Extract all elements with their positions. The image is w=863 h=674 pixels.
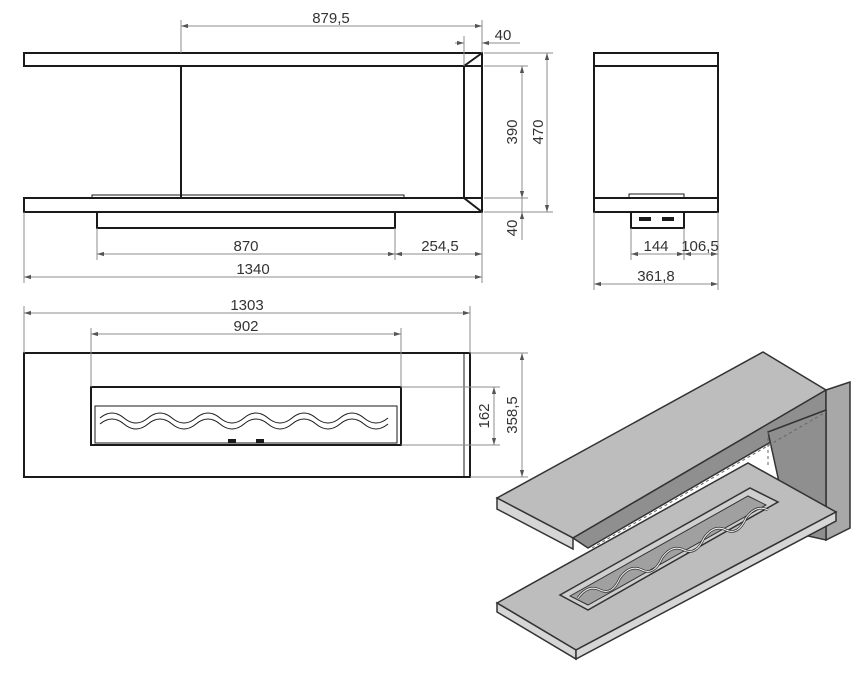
side-view: 144 106,5 361,8 — [593, 52, 719, 290]
dim-tray-offset: 254,5 — [421, 238, 459, 255]
dim-total-width: 1340 — [236, 261, 269, 278]
dim-base-thickness: 40 — [504, 220, 521, 237]
front-top-shelf — [23, 52, 483, 67]
dim-tray-width: 870 — [233, 238, 258, 255]
side-base-plate — [593, 197, 719, 213]
front-view: 879,5 40 390 470 40 870 — [23, 10, 553, 283]
front-burner-lip — [91, 194, 405, 199]
side-dimensions: 144 106,5 361,8 — [593, 212, 719, 290]
top-handle-right — [256, 439, 264, 443]
top-view: 1303 902 162 358,5 — [23, 297, 528, 478]
top-burner-frame — [90, 386, 402, 446]
top-flame-wave-1 — [99, 412, 389, 424]
dim-total-depth: 361,8 — [637, 268, 675, 285]
side-tray — [630, 211, 685, 229]
dim-burner-depth: 162 — [476, 403, 493, 428]
iso-base-edge-side — [575, 510, 837, 661]
dim-total-height: 470 — [530, 119, 547, 144]
front-dimensions: 879,5 40 390 470 40 870 — [23, 10, 553, 283]
side-slot-left — [639, 217, 651, 221]
front-tray — [96, 211, 396, 229]
top-handle-left — [228, 439, 236, 443]
side-slot-right — [662, 217, 674, 221]
dim-top-offset: 40 — [495, 27, 512, 44]
side-burner-lip — [628, 193, 685, 199]
top-burner-inner — [94, 405, 398, 444]
side-top-shelf — [593, 52, 719, 67]
front-side-wall — [463, 52, 483, 213]
dim-inner-height: 390 — [504, 119, 521, 144]
dim-rear-depth: 106,5 — [681, 238, 719, 255]
isometric-view — [495, 351, 851, 661]
iso-top-shelf-edge — [496, 496, 574, 551]
iso-flame-wave-highlight — [577, 507, 769, 599]
dim-top-width: 879,5 — [312, 10, 350, 27]
dim-top-total-depth: 358,5 — [504, 396, 521, 434]
front-base-plate — [23, 197, 483, 213]
top-flame-wave-2 — [99, 418, 389, 430]
dim-top-total-width: 1303 — [230, 297, 263, 314]
dim-tray-depth: 144 — [643, 238, 668, 255]
top-dimensions: 1303 902 162 358,5 — [23, 297, 528, 478]
dim-burner-width: 902 — [233, 318, 258, 335]
top-outline — [23, 352, 471, 478]
